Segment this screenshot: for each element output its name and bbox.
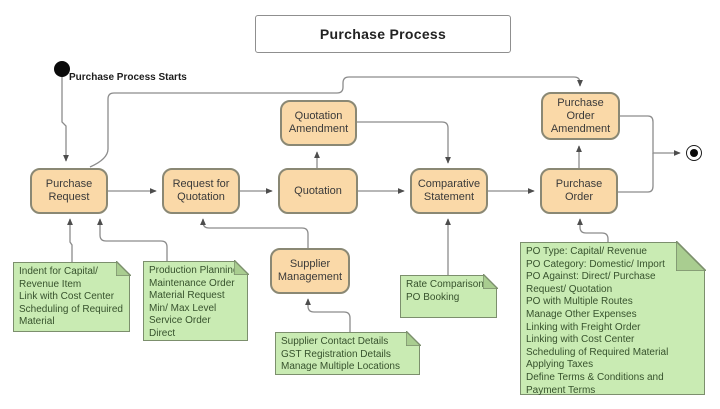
folded-corner-icon <box>482 274 498 290</box>
folded-corner-icon <box>405 331 421 347</box>
note-purchase-order: PO Type: Capital/ Revenue PO Category: D… <box>520 241 706 396</box>
note-text: Rate Comparison PO Booking <box>406 279 484 303</box>
note-text: Supplier Contact Details GST Registratio… <box>281 336 400 373</box>
note-text: Indent for Capital/ Revenue Item Link wi… <box>19 266 123 328</box>
edge-supplier-note-to-supplier-management <box>305 298 351 332</box>
note-comparative-statement: Rate Comparison PO Booking <box>400 274 498 318</box>
node-comparative-statement: Comparative Statement <box>410 168 488 214</box>
edge-purchase-order-to-end <box>618 153 654 193</box>
diagram-title: Purchase Process <box>255 15 511 53</box>
edge-start-to-purchase-request <box>61 77 69 162</box>
edge-po-amendment-to-end <box>620 115 681 156</box>
edge-production-note-to-purchase-request <box>97 218 168 261</box>
note-text: PO Type: Capital/ Revenue PO Category: D… <box>526 246 669 396</box>
node-purchase-order-amendment: Purchase Order Amendment <box>541 92 620 140</box>
edge-po-note-to-purchase-order <box>577 218 609 242</box>
note-supplier-management: Supplier Contact Details GST Registratio… <box>275 331 421 375</box>
node-supplier-management: Supplier Management <box>270 248 350 294</box>
note-text: Production Planning Maintenance Order Ma… <box>149 265 239 339</box>
node-purchase-request: Purchase Request <box>30 168 108 214</box>
end-node-icon <box>686 145 702 161</box>
edge-purchase-request-to-po-amendment <box>89 76 583 168</box>
node-quotation: Quotation <box>278 168 358 214</box>
start-node-icon <box>54 61 70 77</box>
edge-quotation-amendment-to-comparative-statement <box>357 121 451 164</box>
note-purchase-request-indent: Indent for Capital/ Revenue Item Link wi… <box>13 261 131 332</box>
note-purchase-request-types: Production Planning Maintenance Order Ma… <box>143 260 249 341</box>
folded-corner-icon <box>675 241 706 272</box>
folded-corner-icon <box>233 260 249 276</box>
edge-supplier-management-to-rfq <box>200 218 309 248</box>
folded-corner-icon <box>115 261 131 277</box>
edge-indent-note-to-purchase-request <box>67 218 73 262</box>
node-request-for-quotation: Request for Quotation <box>162 168 240 214</box>
end-node-dot <box>690 149 698 157</box>
node-purchase-order: Purchase Order <box>540 168 618 214</box>
start-label: Purchase Process Starts <box>69 72 187 83</box>
node-quotation-amendment: Quotation Amendment <box>280 100 357 146</box>
